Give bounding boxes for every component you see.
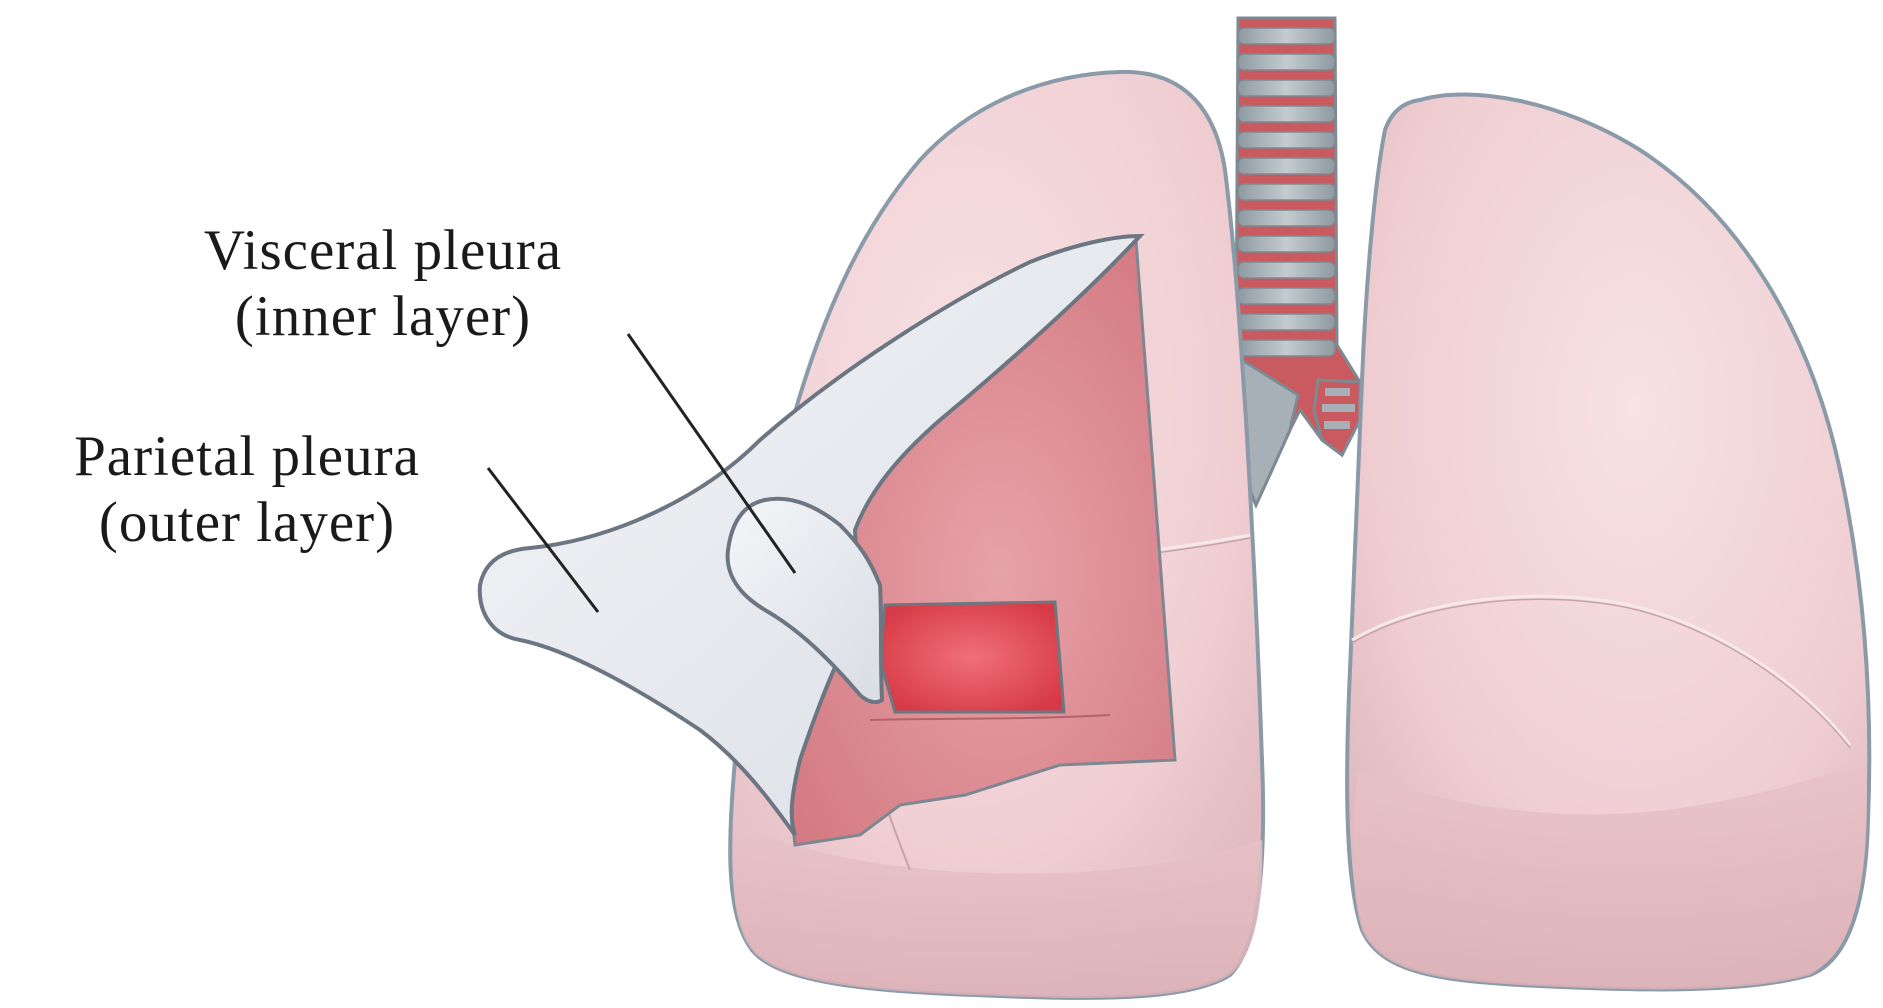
trachea-ring [1238, 80, 1335, 96]
parietal-pleura-label-line2: (outer layer) [12, 490, 482, 556]
trachea-ring [1238, 288, 1335, 304]
right-lung [1347, 94, 1869, 989]
trachea-ring [1238, 314, 1335, 330]
trachea-ring [1238, 158, 1335, 174]
trachea-ring [1238, 262, 1335, 278]
trachea-ring [1238, 340, 1335, 356]
trachea [1236, 18, 1360, 505]
parietal-pleura-label: Parietal pleura (outer layer) [12, 424, 482, 556]
trachea-ring [1238, 54, 1335, 70]
trachea-ring [1238, 184, 1335, 200]
trachea-ring [1238, 106, 1335, 122]
trachea-ring [1238, 28, 1335, 44]
trachea-ring [1238, 210, 1335, 226]
visceral-pleura-label-line2: (inner layer) [148, 284, 618, 350]
visceral-pleura-label: Visceral pleura (inner layer) [148, 218, 618, 350]
trachea-ring [1238, 132, 1335, 148]
parietal-pleura-label-line1: Parietal pleura [12, 424, 482, 490]
visceral-pleura-label-line1: Visceral pleura [148, 218, 618, 284]
trachea-ring [1238, 236, 1335, 252]
